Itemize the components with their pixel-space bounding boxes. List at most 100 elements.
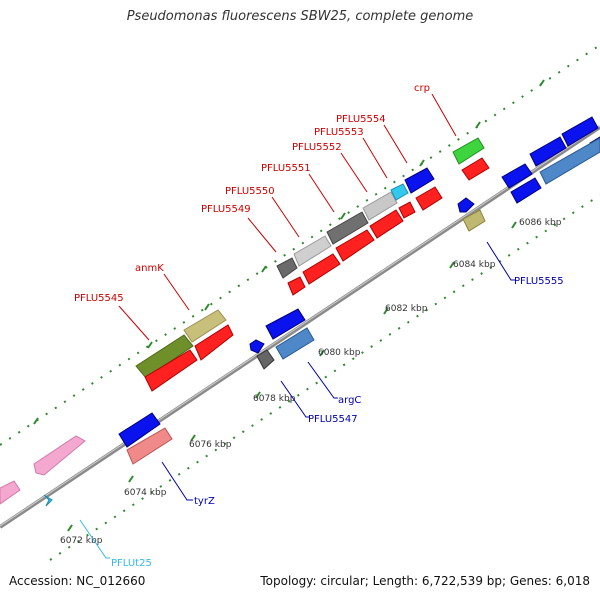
gene-label-argc[interactable]: argC [338,395,361,406]
tick-label: 6082 kbp [385,304,428,314]
gene-arrow-red[interactable] [398,201,416,219]
gene-arrow-pflu5545[interactable] [135,334,194,379]
tick-mark [128,475,134,483]
tick-mark [419,159,425,167]
leader-line [340,152,368,193]
reverse-genes [43,197,486,507]
label-leaders [79,93,515,559]
gene-arrow-pflu5547[interactable] [265,308,306,340]
trna-arrow[interactable] [43,494,53,507]
tick-label: 6076 kbp [189,440,232,450]
tick-mark [255,391,261,399]
gene-arrow-blue[interactable] [510,177,542,204]
gene-label-tyrz[interactable]: tyrZ [194,496,215,507]
leader-line [308,173,335,213]
gene-label-pflu5545[interactable]: PFLU5545 [74,293,124,304]
leader-line [431,93,457,137]
gene-arrow-blue[interactable] [501,163,533,189]
tick-mark [261,265,267,273]
gene-arrow-tyrz[interactable] [126,427,173,465]
tick-mark [67,524,73,532]
tick-mark [449,261,455,269]
tick-mark [340,212,346,220]
genome-backbone-highlight [0,125,600,527]
tick-label: 6084 kbp [453,260,496,270]
tick-label: 6080 kbp [318,348,361,358]
gene-arrow-argc[interactable] [275,327,315,360]
gene-arrow-blue[interactable] [118,412,161,448]
gene-arrow-red[interactable] [415,186,443,211]
tick-label: 6072 kbp [60,536,103,546]
gene-arrow-pflu5555[interactable] [462,209,486,232]
gene-arrow-steelblue[interactable] [539,137,600,185]
leader-line [307,361,338,399]
gene-label-crp[interactable]: crp [414,83,430,94]
gene-label-pflu5552[interactable]: PFLU5552 [292,142,342,153]
gene-arrow-pink[interactable] [33,435,86,476]
gene-arrow-crp[interactable] [452,137,485,165]
gene-arrow-grey[interactable] [256,349,275,370]
gene-arrow-pflu5551[interactable] [326,211,369,245]
gene-label-pflu5554[interactable]: PFLU5554 [336,114,386,125]
gene-label-pflu5551[interactable]: PFLU5551 [261,163,311,174]
tick-label: 6086 kbp [519,218,562,228]
gene-label-pflu5547[interactable]: PFLU5547 [308,414,358,425]
leader-line [280,380,310,418]
tick-mark [33,417,39,425]
upper-major-ticks [33,79,545,425]
lower-scale-track [49,194,600,561]
gene-label-pflu5550[interactable]: PFLU5550 [225,186,275,197]
leader-line [161,461,193,501]
tick-mark [147,341,153,349]
gene-arrow-red[interactable] [461,157,490,181]
tick-label: 6078 kbp [253,394,296,404]
gene-arrow-red[interactable] [287,276,306,296]
gene-arrow-pflu5553[interactable] [390,183,409,201]
gene-arrow-pflu5549[interactable] [276,257,298,279]
tick-mark [383,307,389,315]
gene-arrow-pflu5554[interactable] [404,167,435,194]
map-title: Pseudomonas fluorescens SBW25, complete … [126,9,474,24]
gene-arrow-pflu5552[interactable] [362,191,398,221]
gene-arrow-pink[interactable] [0,480,21,505]
gene-label-pflu5555[interactable]: PFLU5555 [514,276,564,287]
tick-mark [190,434,196,442]
gene-arrow-red[interactable] [335,229,375,262]
gene-label-pflu5549[interactable]: PFLU5549 [201,204,251,215]
gene-arrow-anmk[interactable] [183,309,227,343]
tick-mark [319,349,325,357]
tick-mark [475,121,481,129]
gene-arrow-red[interactable] [302,253,341,285]
gene-arrow-blue[interactable] [249,339,265,354]
tick-mark [539,79,545,87]
leader-line [362,137,388,179]
gene-label-pflut25[interactable]: PFLUt25 [111,558,152,569]
leader-line [79,519,110,559]
leader-line [486,241,515,281]
gene-arrow-red[interactable] [369,209,404,239]
gene-arrow-pflu5550[interactable] [293,235,332,267]
gene-label-anmk[interactable]: anmK [135,263,164,274]
genome-backbone [0,125,600,529]
leader-line [271,196,300,238]
tick-mark [204,303,210,311]
gene-arrow-blue[interactable] [529,136,567,167]
lower-major-ticks [67,221,517,532]
upper-scale-track [0,44,600,446]
forward-genes [0,116,600,505]
accession-text: Accession: NC_012660 [9,574,146,588]
gene-arrow-red[interactable] [144,349,198,392]
tick-label: 6074 kbp [124,488,167,498]
gene-arrow-red[interactable] [194,324,234,361]
leader-line [163,273,190,311]
genome-summary-text: Topology: circular; Length: 6,722,539 bp… [260,574,590,588]
gene-arrow-blue[interactable] [561,116,599,147]
tick-mark [511,221,517,229]
leader-line [118,305,150,341]
gene-label-pflu5553[interactable]: PFLU5553 [314,127,364,138]
leader-line [383,124,408,164]
gene-arrow-blue[interactable] [457,197,475,213]
leader-line [247,217,277,253]
